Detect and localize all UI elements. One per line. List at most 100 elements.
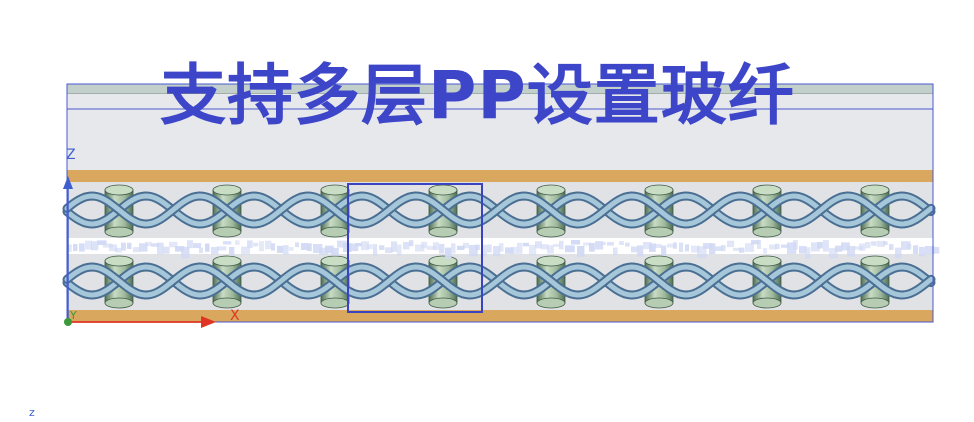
glitch-speck xyxy=(271,243,276,251)
glitch-speck xyxy=(649,243,656,252)
fiber-bundle-post-top xyxy=(752,255,782,267)
glass-fiber-yarn xyxy=(64,193,934,227)
glitch-speck xyxy=(337,240,347,248)
fiber-bundle-post-bottom xyxy=(752,226,782,238)
glitch-speck xyxy=(457,245,465,250)
glitch-speck xyxy=(187,240,193,249)
axis-label-x: X xyxy=(230,308,240,324)
fiber-bundle-post-top xyxy=(212,184,242,196)
glitch-speck xyxy=(145,241,152,247)
glitch-speck xyxy=(235,240,240,245)
glitch-speck xyxy=(421,241,428,249)
fiber-row-lower xyxy=(62,255,936,309)
glitch-speck xyxy=(259,241,264,252)
z-axis-arrow-icon xyxy=(63,176,73,189)
glitch-speck xyxy=(907,243,912,250)
glitch-speck xyxy=(295,242,300,248)
glitch-speck xyxy=(127,242,132,249)
glitch-speck xyxy=(313,243,323,253)
glitch-speck xyxy=(97,240,107,245)
glitch-speck xyxy=(193,243,202,249)
fiber-bundle-post-bottom xyxy=(644,297,674,309)
glitch-speck xyxy=(655,243,662,248)
fiber-bundle-post-bottom xyxy=(212,297,242,309)
fiber-bundle-post-bottom xyxy=(104,297,134,309)
glitch-speck xyxy=(727,240,735,248)
glitch-speck xyxy=(397,244,402,256)
glitch-speck xyxy=(799,246,807,254)
glitch-speck xyxy=(595,241,604,250)
fiber-bundle-post-bottom xyxy=(644,226,674,238)
glitch-speck xyxy=(679,242,684,253)
glitch-speck xyxy=(67,244,72,252)
glitch-speck xyxy=(511,246,518,254)
glitch-speck xyxy=(463,242,469,249)
glitch-speck xyxy=(589,242,595,252)
glitch-speck xyxy=(811,242,820,252)
glitch-speck xyxy=(775,243,780,250)
glitch-speck xyxy=(559,240,564,250)
glitch-speck xyxy=(247,240,253,248)
glitch-speck xyxy=(667,243,676,248)
glitch-speck xyxy=(493,245,501,257)
glitch-speck xyxy=(577,246,585,257)
glitch-speck xyxy=(685,244,690,252)
glitch-speck xyxy=(877,240,886,247)
glitch-speck xyxy=(517,242,523,254)
glitch-speck xyxy=(805,247,811,259)
fiber-bundle-post-bottom xyxy=(860,226,890,238)
glitch-speck xyxy=(787,242,797,254)
glitch-speck xyxy=(91,241,99,251)
corner-axis-label: z xyxy=(29,406,35,419)
glitch-speck xyxy=(283,245,289,255)
glitch-speck xyxy=(919,246,926,257)
glitch-speck xyxy=(481,244,488,257)
glitch-speck xyxy=(703,243,713,249)
glitch-speck xyxy=(895,247,902,259)
glitch-speck xyxy=(613,247,618,256)
glitch-speck xyxy=(793,240,798,250)
fiber-bundle-post-top xyxy=(536,255,566,267)
glitch-speck xyxy=(379,245,385,250)
copper-layer-top xyxy=(67,170,933,182)
fiber-bundle-post-bottom xyxy=(536,297,566,309)
glitch-speck xyxy=(841,242,850,251)
glitch-speck xyxy=(853,246,863,250)
fiber-bundle-post-top xyxy=(104,184,134,196)
glitch-speck xyxy=(691,245,700,253)
glitch-speck xyxy=(757,240,762,249)
glitch-speck xyxy=(265,240,272,250)
glitch-speck xyxy=(631,246,638,253)
fiber-bundle-post-top xyxy=(428,184,458,196)
glitch-speck xyxy=(403,242,410,250)
glitch-speck xyxy=(181,246,190,259)
glitch-speck xyxy=(499,243,504,252)
glitch-speck xyxy=(331,247,339,256)
glitch-speck xyxy=(553,243,560,247)
glitch-speck xyxy=(925,246,935,255)
glitch-speck xyxy=(535,241,542,249)
glitch-speck xyxy=(523,242,530,247)
glitch-speck xyxy=(445,247,452,259)
glitch-speck xyxy=(175,246,185,252)
glitch-speck xyxy=(763,247,768,254)
glitch-speck xyxy=(637,245,644,257)
glitch-speck xyxy=(529,244,537,256)
glitch-speck xyxy=(673,242,678,249)
glitch-speck xyxy=(781,244,790,248)
glitch-speck xyxy=(109,244,118,252)
fiber-bundle-post-bottom xyxy=(536,226,566,238)
fiber-bundle-post-bottom xyxy=(752,297,782,309)
glitch-speck xyxy=(889,244,894,251)
render-glitch-stripe xyxy=(63,238,940,259)
glitch-speck xyxy=(217,246,227,251)
glitch-speck xyxy=(721,245,726,252)
glitch-speck xyxy=(451,243,456,254)
glitch-speck xyxy=(643,242,652,250)
glass-fiber-yarn xyxy=(64,264,934,298)
glitch-speck xyxy=(505,247,514,254)
glitch-speck xyxy=(583,242,591,246)
glitch-speck xyxy=(751,240,760,245)
